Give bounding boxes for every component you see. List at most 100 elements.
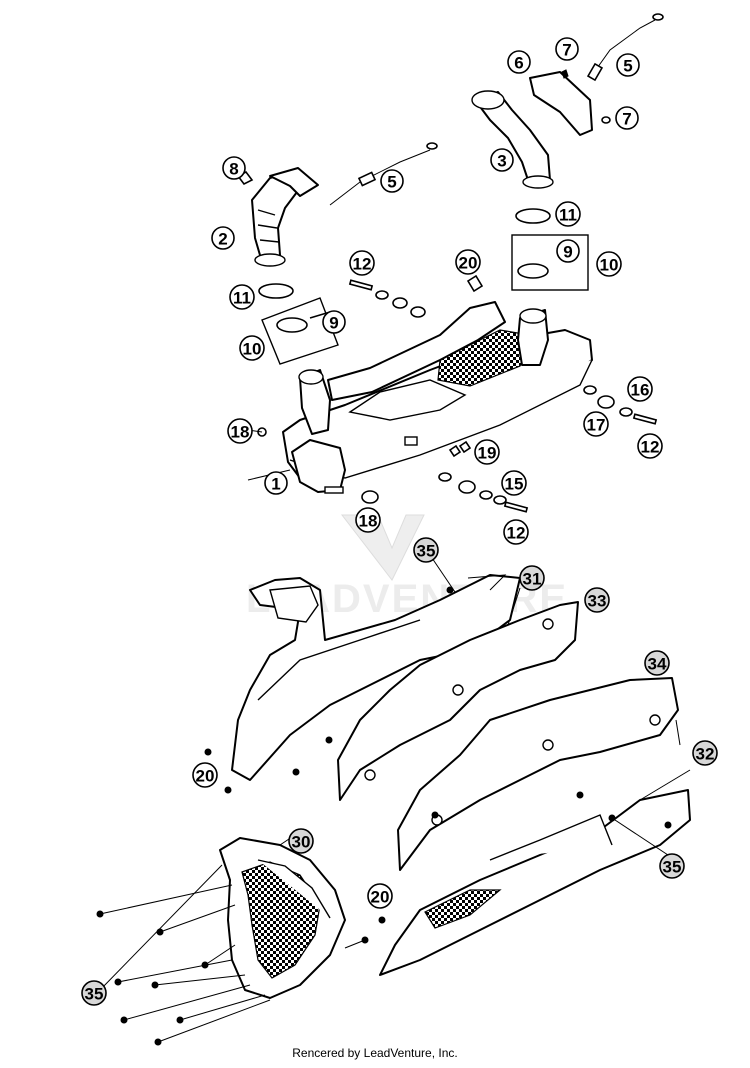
side-panel-33-hole-2 (452, 684, 464, 696)
callout-35: 35 (81, 980, 107, 1006)
gasket-11-right (515, 208, 551, 224)
leader-lines (99, 429, 691, 1043)
callout-circle (349, 250, 375, 276)
callout-5: 5 (616, 53, 640, 77)
side-panel-31-inner (257, 619, 421, 701)
side-panel-32-rib (489, 814, 613, 861)
side-panel-34 (397, 677, 679, 871)
callout-18: 18 (355, 507, 381, 533)
callout-15: 15 (501, 470, 527, 496)
callout-label: 5 (623, 57, 632, 76)
callout-label: 19 (478, 444, 497, 463)
callout-30: 30 (288, 828, 314, 854)
muffler-inlet-right (517, 309, 549, 366)
callout-circle (637, 433, 663, 459)
grille-cover-30 (219, 837, 346, 999)
callout-label: 12 (353, 255, 372, 274)
callout-bubbles: 1235567789910101111121212151617181819202… (81, 37, 718, 1006)
callout-circle (615, 106, 639, 130)
callout-6: 6 (507, 50, 531, 74)
muffler-crossover-pipe (327, 301, 506, 401)
callout-circle (644, 650, 670, 676)
callout-32: 32 (692, 740, 718, 766)
callout-circle (692, 740, 718, 766)
callout-circle (322, 310, 346, 334)
callout-circle (503, 519, 529, 545)
callout-circle (239, 335, 265, 361)
callout-circle (616, 53, 640, 77)
callout-label: 7 (562, 41, 571, 60)
muffler-top-rib (348, 379, 467, 421)
callout-circle (490, 148, 514, 172)
callout-circle (583, 411, 609, 437)
callout-circle (627, 376, 653, 402)
callout-label: 11 (559, 206, 577, 225)
callout-label: 16 (631, 381, 650, 400)
callout-label: 31 (523, 570, 542, 589)
callout-16: 16 (627, 376, 653, 402)
callout-9: 9 (556, 239, 580, 263)
callout-33: 33 (584, 587, 610, 613)
callout-19: 19 (474, 439, 500, 465)
callout-7: 7 (555, 37, 579, 61)
callout-circle (556, 239, 580, 263)
callout-circle (501, 470, 527, 496)
callout-label: 20 (196, 767, 215, 786)
callout-label: 18 (231, 423, 250, 442)
callout-circle (227, 418, 253, 444)
callout-circle (229, 284, 255, 310)
rear-header-pipe (471, 90, 554, 189)
callout-label: 35 (663, 858, 682, 877)
side-panel-34-hole-2 (542, 739, 554, 751)
muffler-inlet-right-opening (519, 308, 547, 324)
callout-circle (367, 883, 393, 909)
callout-12: 12 (503, 519, 529, 545)
callout-11: 11 (555, 201, 581, 227)
callout-circle (192, 762, 218, 788)
callout-18: 18 (227, 418, 253, 444)
callout-label: 12 (507, 524, 526, 543)
callout-12: 12 (349, 250, 375, 276)
callout-20: 20 (367, 883, 393, 909)
muffler-end-face (291, 439, 346, 493)
callout-2: 2 (211, 226, 235, 250)
callout-8: 8 (222, 156, 246, 180)
render-credit: Rencered by LeadVenture, Inc. (292, 1046, 458, 1060)
callout-label: 5 (387, 173, 396, 192)
callout-circle (596, 251, 622, 277)
callout-12: 12 (637, 433, 663, 459)
callout-7: 7 (615, 106, 639, 130)
side-panel-33-hole-1 (542, 618, 554, 630)
callout-label: 6 (514, 54, 523, 73)
side-panel-31-cup (269, 585, 319, 623)
callout-label: 9 (563, 243, 572, 262)
callout-label: 35 (417, 542, 436, 561)
callout-circle (455, 249, 481, 275)
callout-label: 9 (329, 314, 338, 333)
callout-34: 34 (644, 650, 670, 676)
callout-circle (355, 507, 381, 533)
muffler-inlet-left (299, 369, 331, 435)
callout-circle (555, 37, 579, 61)
callout-label: 15 (505, 475, 524, 494)
callout-circle (584, 587, 610, 613)
callout-circle (519, 565, 545, 591)
callout-35: 35 (413, 537, 439, 563)
callout-circle (264, 471, 288, 495)
callout-label: 7 (622, 110, 631, 129)
callout-label: 34 (648, 655, 667, 674)
callout-20: 20 (455, 249, 481, 275)
front-header-pipe (251, 167, 319, 267)
side-panel-32-inner (424, 889, 502, 929)
callout-label: 18 (359, 512, 378, 531)
side-panel-33-hole-3 (364, 769, 376, 781)
callout-3: 3 (490, 148, 514, 172)
callout-label: 3 (497, 152, 506, 171)
callout-circle (659, 853, 685, 879)
callout-5: 5 (380, 169, 404, 193)
callout-circle (81, 980, 107, 1006)
side-panel-31 (231, 574, 521, 781)
callout-17: 17 (583, 411, 609, 437)
callout-circle (222, 156, 246, 180)
